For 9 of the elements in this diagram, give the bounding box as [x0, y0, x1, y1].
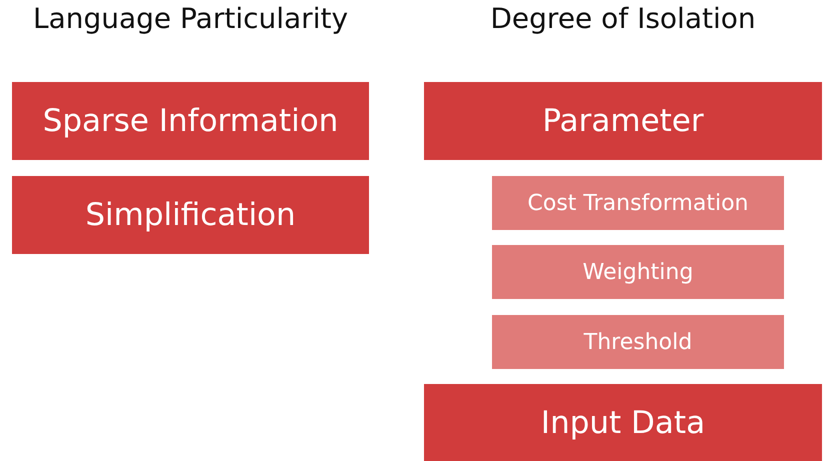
- column-heading: Degree of Isolation: [489, 2, 757, 35]
- category-box: Threshold: [492, 315, 784, 369]
- column-heading: Language Particularity: [32, 2, 350, 35]
- category-box: Input Data: [424, 384, 822, 461]
- category-box: Simplification: [12, 176, 369, 254]
- category-box: Parameter: [424, 82, 822, 160]
- category-box: Sparse Information: [12, 82, 369, 160]
- category-box: Weighting: [492, 245, 784, 299]
- category-box: Cost Transformation: [492, 176, 784, 230]
